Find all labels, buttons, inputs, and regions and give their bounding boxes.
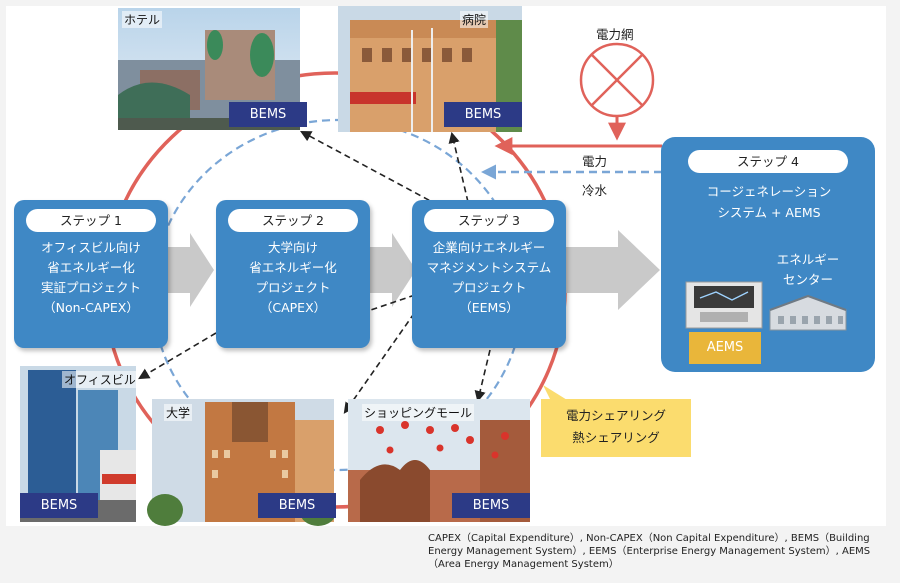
step-1-description: オフィスビル向け 省エネルギー化 実証プロジェクト （Non-CAPEX） — [40, 240, 141, 315]
university-bems-badge: BEMS — [258, 493, 336, 518]
office-bems-badge: BEMS — [20, 493, 98, 518]
mall-bems-badge: BEMS — [452, 493, 530, 518]
step-2-description: 大学向け 省エネルギー化 プロジェクト （CAPEX） — [249, 240, 337, 315]
step-2-box: ステップ 2 大学向け 省エネルギー化 プロジェクト （CAPEX） — [216, 200, 370, 348]
energy-center-label: エネルギー センター — [776, 252, 840, 287]
step-2-label: ステップ 2 — [228, 209, 358, 232]
power-label: 電力 — [582, 154, 608, 169]
hotel-label: ホテル — [122, 11, 163, 28]
hotel-bems-badge: BEMS — [229, 102, 307, 127]
step-3-label: ステップ 3 — [424, 209, 554, 232]
step-4-description: コージェネレーション システム + AEMS — [706, 184, 832, 220]
mall-label: ショッピングモール — [362, 404, 475, 421]
step-3-description: 企業向けエネルギー マネジメントシステム プロジェクト （EEMS） — [426, 240, 552, 315]
university-label: 大学 — [164, 404, 193, 421]
gray-arrow-3-4 — [566, 230, 660, 310]
sharing-note: 電力シェアリング 熱シェアリング — [541, 399, 691, 457]
aems-screen-icon — [685, 281, 763, 329]
footnote: CAPEX（Capital Expenditure）, Non-CAPEX（No… — [428, 533, 871, 570]
grid-label: 電力網 — [596, 27, 634, 42]
gray-arrow-2-3 — [370, 233, 416, 307]
step-1-box: ステップ 1 オフィスビル向け 省エネルギー化 実証プロジェクト （Non-CA… — [14, 200, 168, 348]
power-sharing-text: 電力シェアリング — [565, 408, 666, 423]
cooling-water-label: 冷水 — [582, 183, 608, 198]
hospital-label: 病院 — [460, 11, 489, 28]
step-4-label: ステップ 4 — [688, 150, 848, 173]
office-label: オフィスビル — [62, 371, 138, 388]
energy-center-building-icon — [769, 294, 847, 331]
heat-sharing-text: 熱シェアリング — [572, 430, 660, 445]
step-3-box: ステップ 3 企業向けエネルギー マネジメントシステム プロジェクト （EEMS… — [412, 200, 566, 348]
gray-arrow-1-2 — [168, 233, 214, 307]
aems-badge: AEMS — [689, 332, 761, 364]
hospital-bems-badge: BEMS — [444, 102, 522, 127]
step-1-label: ステップ 1 — [26, 209, 156, 232]
